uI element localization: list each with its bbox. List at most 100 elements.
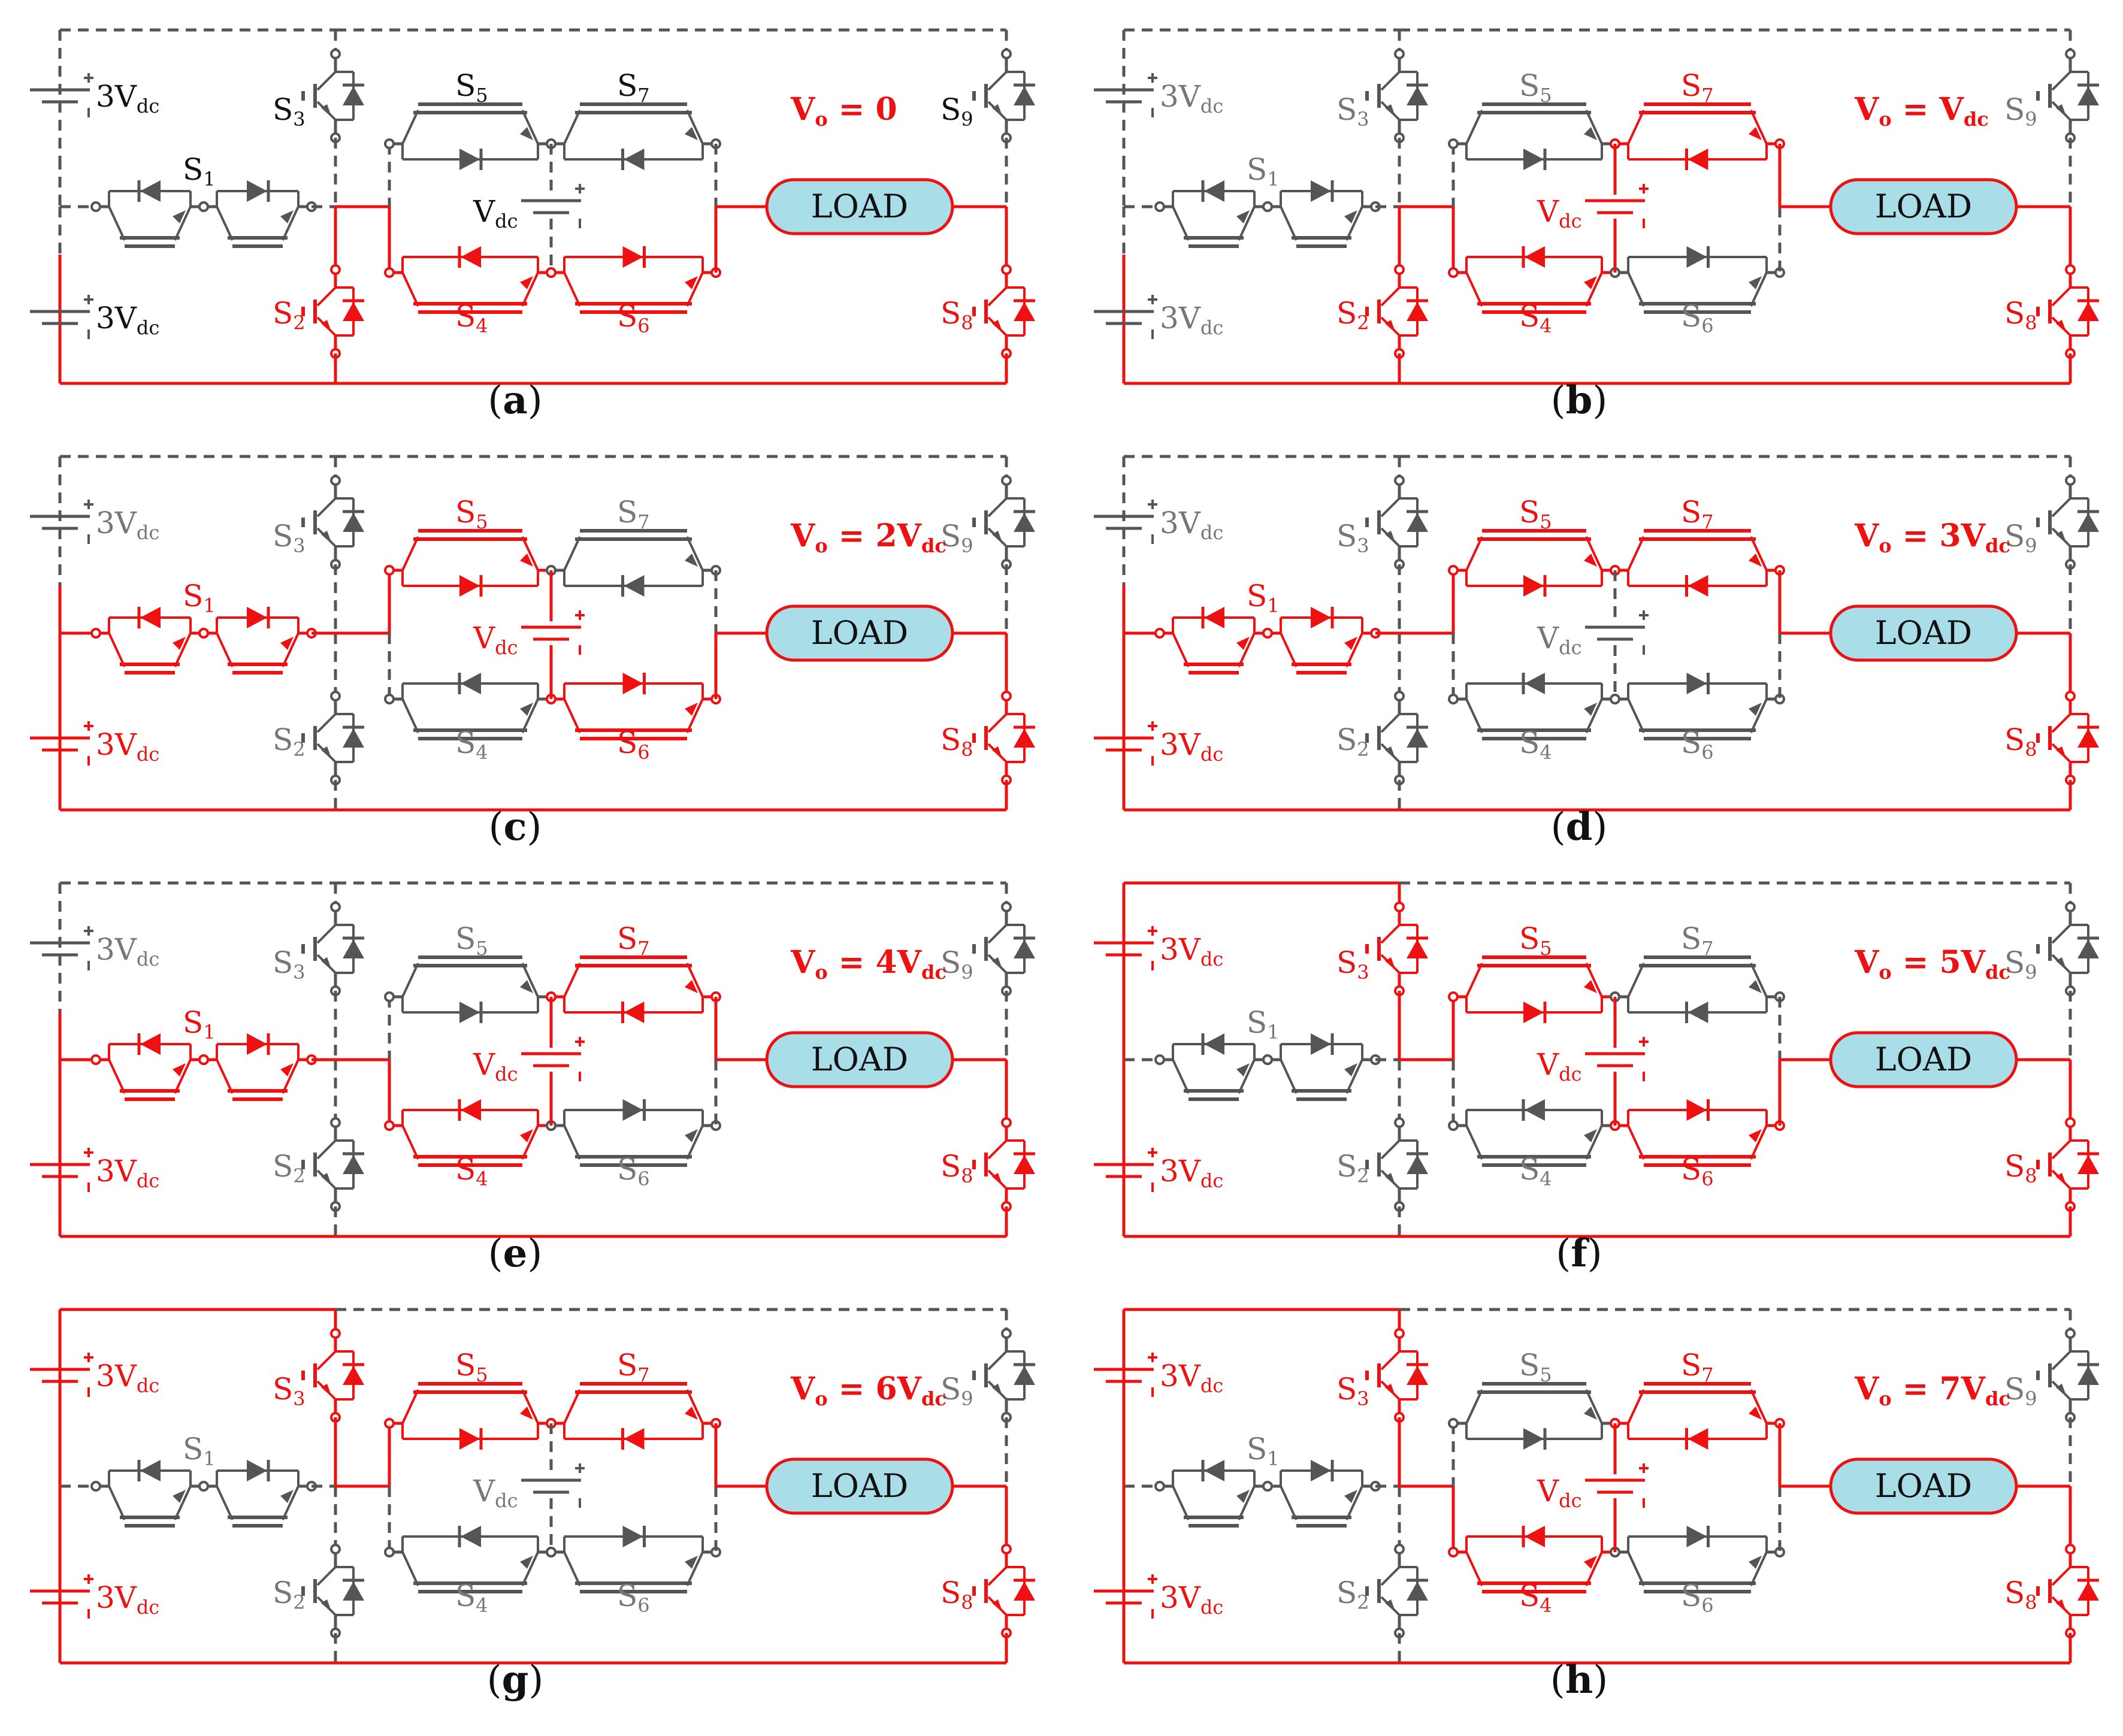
- label-s7: S7: [1681, 68, 1714, 107]
- source-bottom: [30, 721, 93, 766]
- panel-caption: (g): [487, 1658, 544, 1702]
- switch-s9: [2036, 1328, 2099, 1423]
- switch-s1-b: [198, 1460, 317, 1528]
- switch-s3: [1365, 475, 1428, 570]
- label-s8: S8: [940, 722, 973, 761]
- label-s1: S1: [1247, 1432, 1280, 1470]
- switch-s3: [301, 49, 364, 143]
- label-s8: S8: [2004, 1149, 2037, 1187]
- label-s6: S6: [617, 299, 650, 337]
- switch-s7: [546, 955, 721, 1023]
- label-s8: S8: [940, 1575, 973, 1614]
- source-label-bottom: 3Vdc: [1160, 727, 1223, 766]
- source-label-bottom: 3Vdc: [96, 727, 159, 766]
- source-bottom: [1094, 721, 1157, 766]
- label-s4: S4: [1519, 1578, 1552, 1617]
- label-s6: S6: [617, 1152, 650, 1190]
- source-bottom: [1094, 1574, 1157, 1619]
- load-label: LOAD: [1875, 1041, 1972, 1078]
- switch-s7: [1610, 529, 1785, 597]
- panel-caption: (e): [488, 1231, 543, 1276]
- switch-s9: [2036, 902, 2099, 996]
- switch-s2: [1365, 1544, 1428, 1638]
- source-bottom: [30, 1148, 93, 1192]
- switch-s2: [301, 1544, 364, 1638]
- switch-s1-a: [1154, 607, 1273, 675]
- label-s5: S5: [1519, 68, 1552, 107]
- switch-s1-a: [1154, 1460, 1273, 1528]
- switch-s7: [546, 102, 721, 170]
- switch-s1-b: [1262, 1460, 1381, 1528]
- source-top: [1094, 1353, 1157, 1397]
- load-label: LOAD: [1875, 187, 1972, 225]
- label-vdc: Vdc: [473, 621, 518, 659]
- load-label: LOAD: [811, 1041, 908, 1078]
- label-s4: S4: [1519, 725, 1552, 764]
- switch-s1-a: [90, 180, 209, 248]
- label-s7: S7: [617, 495, 650, 533]
- label-s3: S3: [273, 92, 306, 131]
- label-s2: S2: [1336, 722, 1369, 761]
- switch-s5: [1448, 529, 1620, 597]
- switch-s1-b: [198, 1033, 317, 1101]
- label-s9: S9: [2004, 519, 2037, 557]
- switch-s9: [972, 49, 1035, 143]
- source-label-top: 3Vdc: [96, 506, 159, 544]
- source-top: [30, 500, 93, 544]
- source-label-top: 3Vdc: [96, 1359, 159, 1397]
- label-s9: S9: [2004, 1372, 2037, 1410]
- switch-s9: [972, 902, 1035, 996]
- switch-s4: [384, 1099, 557, 1167]
- switch-s1-b: [1262, 1033, 1381, 1101]
- panel-caption: (c): [489, 805, 542, 849]
- label-s2: S2: [273, 1575, 306, 1614]
- source-label-top: 3Vdc: [96, 79, 159, 117]
- source-top: [1094, 73, 1157, 117]
- capacitor-vdc: [521, 1037, 585, 1081]
- label-s4: S4: [455, 299, 488, 337]
- label-s4: S4: [1519, 299, 1552, 337]
- label-s4: S4: [455, 725, 488, 764]
- capacitor-vdc: [521, 610, 585, 655]
- source-label-bottom: 3Vdc: [96, 1154, 159, 1192]
- label-s3: S3: [1336, 945, 1369, 984]
- switch-s8: [2036, 1117, 2099, 1212]
- switch-s7: [546, 1382, 721, 1450]
- label-s5: S5: [1519, 495, 1552, 533]
- output-voltage-label: Vo = Vdc: [1854, 91, 1989, 131]
- load-label: LOAD: [811, 187, 908, 225]
- label-s2: S2: [273, 1149, 306, 1187]
- switch-s2: [1365, 691, 1428, 785]
- output-voltage-label: Vo = 0: [790, 91, 897, 131]
- capacitor-vdc: [1585, 1463, 1649, 1508]
- label-s9: S9: [2004, 92, 2037, 131]
- source-bottom: [30, 1574, 93, 1619]
- switch-s2: [1365, 264, 1428, 359]
- switch-s8: [972, 1117, 1035, 1212]
- source-bottom: [1094, 295, 1157, 339]
- load-label: LOAD: [1875, 1467, 1972, 1505]
- load-box: LOAD: [765, 178, 954, 235]
- source-label-bottom: 3Vdc: [1160, 301, 1223, 339]
- load-label: LOAD: [1875, 614, 1972, 652]
- switch-s8: [2036, 1544, 2099, 1638]
- capacitor-vdc: [1585, 184, 1649, 228]
- switch-s5: [384, 955, 557, 1023]
- switch-s6: [1610, 246, 1785, 314]
- panel-caption: (f): [1556, 1231, 1602, 1276]
- source-top: [30, 1353, 93, 1397]
- label-s3: S3: [273, 1372, 306, 1410]
- source-label-bottom: 3Vdc: [96, 1580, 159, 1619]
- switch-s8: [972, 1544, 1035, 1638]
- label-s7: S7: [1681, 1348, 1714, 1386]
- panel-caption: (b): [1551, 378, 1608, 423]
- label-s4: S4: [1519, 1152, 1552, 1190]
- label-s7: S7: [617, 68, 650, 107]
- load-box: LOAD: [765, 1031, 954, 1088]
- source-top: [1094, 500, 1157, 544]
